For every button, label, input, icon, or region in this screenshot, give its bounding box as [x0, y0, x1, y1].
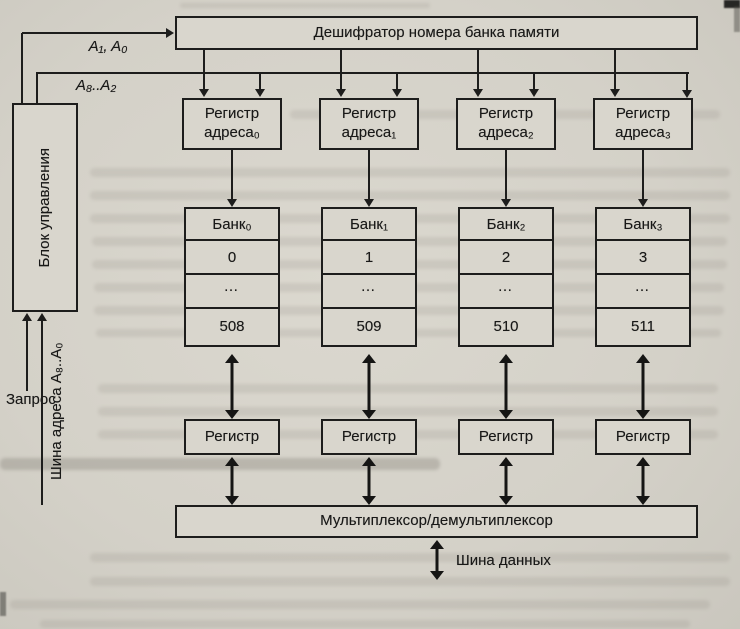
address-bus-bend-arrow-icon	[681, 72, 693, 98]
bank-ellipsis-cell: …	[460, 275, 552, 309]
decoder-select-arrow-icon	[198, 50, 210, 97]
register-to-bank-arrow-icon	[637, 150, 649, 207]
decoder-label: Дешифратор номера банка памяти	[313, 23, 560, 41]
data-register-label: Регистр	[615, 427, 671, 445]
mux-box: Мультиплексор/демультиплексор	[175, 505, 698, 538]
data-register-label: Регистр	[204, 427, 260, 445]
data-register-box-1: Регистр	[321, 419, 417, 455]
scan-artifact	[40, 620, 690, 628]
address-register-label: Регистр	[204, 105, 260, 123]
address-register-box-0: Регистр адреса₀	[182, 98, 282, 150]
bank-ellipsis-cell: …	[323, 275, 415, 309]
mux-label: Мультиплексор/демультиплексор	[320, 512, 553, 530]
data-bus-double-arrow-icon	[429, 540, 445, 580]
decoder-select-arrow-icon	[472, 50, 484, 97]
bank-cell: 511	[631, 318, 655, 335]
control-unit-label: Блок управления	[35, 147, 53, 268]
scan-smudge	[734, 6, 740, 32]
address-bus-drop-arrow-icon	[528, 72, 540, 97]
a8a2-wire-vertical	[36, 72, 38, 103]
label-a1-a0: A₁, A₀	[88, 38, 128, 55]
data-register-box-0: Регистр	[184, 419, 280, 455]
scan-artifact	[90, 191, 730, 200]
bank-title: Банк₀	[186, 209, 278, 241]
bank-title: Банк₁	[323, 209, 415, 241]
bank-box-1: Банк₁ 1 … 509	[321, 207, 417, 347]
bank-register-double-arrow-icon	[361, 354, 377, 419]
address-register-label: Регистр	[341, 105, 397, 123]
register-to-bank-arrow-icon	[363, 150, 375, 207]
decoder-select-arrow-icon	[609, 50, 621, 97]
bank-cell: 3	[597, 241, 689, 275]
a1a0-wire-right-arrow-icon	[22, 27, 174, 39]
address-register-box-1: Регистр адреса₁	[319, 98, 419, 150]
control-unit-box: Блок управления	[12, 103, 78, 312]
bank-ellipsis-cell: …	[186, 275, 278, 309]
bank-cell: 0	[186, 241, 278, 275]
scan-artifact	[90, 577, 730, 586]
scan-artifact	[180, 3, 430, 8]
register-mux-double-arrow-icon	[361, 457, 377, 505]
data-register-label: Регистр	[341, 427, 397, 445]
decoder-select-arrow-icon	[335, 50, 347, 97]
bank-title: Банк₂	[460, 209, 552, 241]
scan-smudge	[724, 0, 740, 8]
data-register-box-3: Регистр	[595, 419, 691, 455]
data-bus-label: Шина данных	[456, 552, 551, 569]
scan-artifact	[10, 600, 710, 609]
data-register-label: Регистр	[478, 427, 534, 445]
data-register-box-2: Регистр	[458, 419, 554, 455]
address-bus-input-arrow-icon	[36, 313, 48, 505]
scan-artifact	[98, 384, 718, 393]
bank-box-3: Банк₃ 3 … 511	[595, 207, 691, 347]
address-register-box-3: Регистр адреса₃	[593, 98, 693, 150]
address-register-label: адреса₀	[204, 124, 260, 141]
address-register-box-2: Регистр адреса₂	[456, 98, 556, 150]
request-arrow-icon	[21, 313, 33, 391]
bank-cell: 510	[493, 318, 519, 335]
bank-cell: 1	[323, 241, 415, 275]
bank-register-double-arrow-icon	[635, 354, 651, 419]
bank-cell: 508	[219, 318, 245, 335]
address-register-label: адреса₂	[478, 124, 534, 141]
a1a0-wire-vertical	[21, 33, 23, 103]
decoder-box: Дешифратор номера банка памяти	[175, 16, 698, 50]
register-mux-double-arrow-icon	[224, 457, 240, 505]
label-a8-a2: A₈..A₂	[75, 77, 117, 94]
bank-cell: 509	[356, 318, 382, 335]
scan-artifact	[90, 553, 730, 562]
address-register-label: адреса₁	[341, 124, 397, 141]
address-register-label: Регистр	[615, 105, 671, 123]
bank-ellipsis-cell: …	[597, 275, 689, 309]
bank-register-double-arrow-icon	[224, 354, 240, 419]
address-register-label: Регистр	[478, 105, 534, 123]
bank-title: Банк₃	[597, 209, 689, 241]
scan-artifact	[90, 168, 730, 177]
register-mux-double-arrow-icon	[635, 457, 651, 505]
bank-register-double-arrow-icon	[498, 354, 514, 419]
register-to-bank-arrow-icon	[500, 150, 512, 207]
address-register-label: адреса₃	[615, 124, 671, 141]
bank-box-2: Банк₂ 2 … 510	[458, 207, 554, 347]
scan-smudge	[0, 592, 6, 616]
address-bus-drop-arrow-icon	[391, 72, 403, 97]
bank-cell: 2	[460, 241, 552, 275]
address-bus-label: Шина адреса A₈..A₀	[48, 342, 65, 480]
address-bus-drop-arrow-icon	[254, 72, 266, 97]
register-mux-double-arrow-icon	[498, 457, 514, 505]
bank-box-0: Банк₀ 0 … 508	[184, 207, 280, 347]
a8a2-bus-line	[37, 72, 689, 74]
scan-artifact	[98, 407, 718, 416]
register-to-bank-arrow-icon	[226, 150, 238, 207]
